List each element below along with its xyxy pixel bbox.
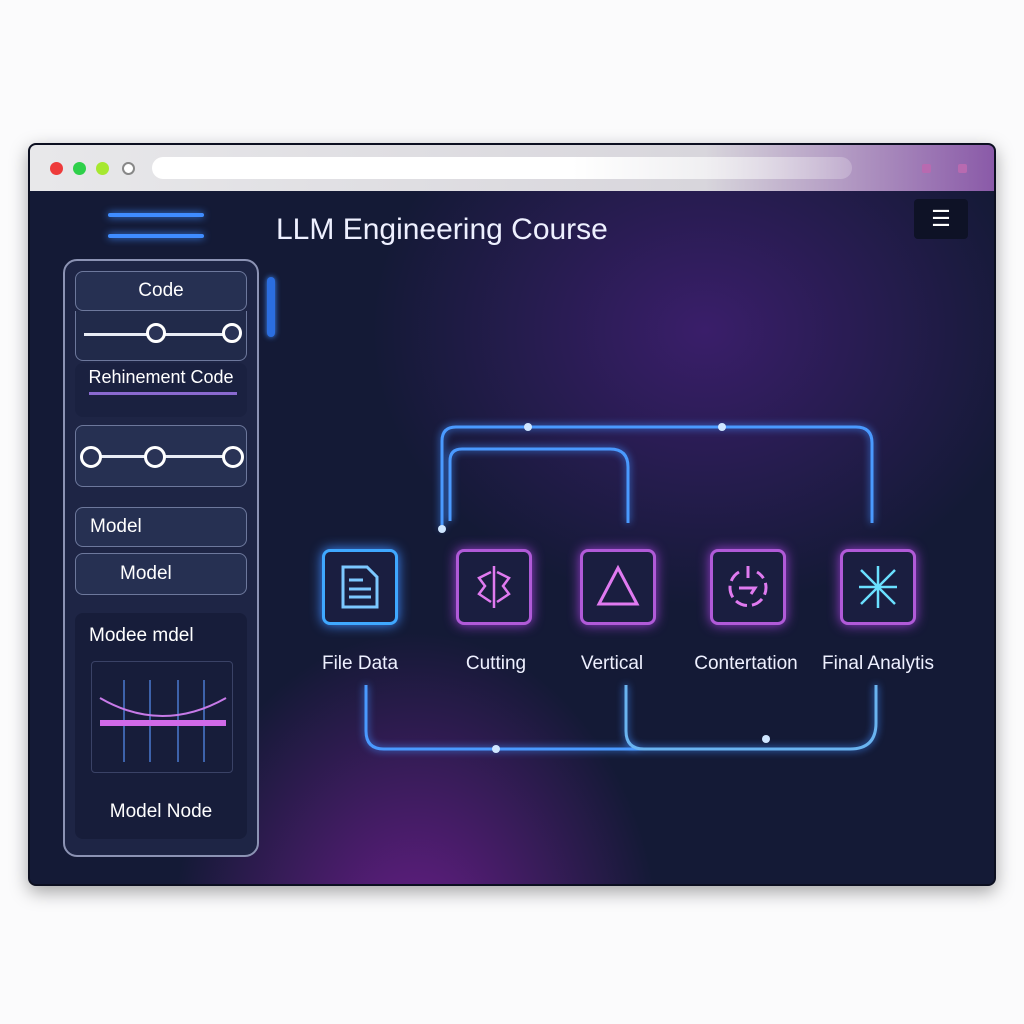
- pipeline-node-final-analytis[interactable]: [840, 549, 916, 625]
- window-button[interactable]: [922, 164, 931, 173]
- page-title: LLM Engineering Course: [276, 213, 608, 246]
- extra-button[interactable]: [122, 162, 135, 175]
- node-label: File Data: [321, 653, 399, 674]
- spark-icon: [859, 566, 897, 608]
- power-icon: [728, 566, 768, 608]
- node-label: Final Analytis: [822, 653, 934, 674]
- waveform-icon: [99, 680, 227, 762]
- title-bar: [30, 145, 994, 191]
- code-slider[interactable]: [75, 311, 247, 361]
- triangle-icon: [596, 564, 640, 606]
- pipeline-node-contertation[interactable]: [710, 549, 786, 625]
- node-label: Cutting: [465, 653, 527, 674]
- maximize-button[interactable]: [96, 162, 109, 175]
- sidebar-toggle-icon[interactable]: [108, 213, 204, 255]
- step-slider[interactable]: [75, 425, 247, 487]
- node-label: Vertical: [580, 653, 644, 674]
- step-knob[interactable]: [222, 446, 244, 468]
- main-content: LLM Engineering Course ☰ Code Rehinement…: [30, 191, 994, 884]
- node-label: Contertation: [694, 653, 798, 674]
- pipeline-connectors: [364, 423, 878, 753]
- code-button[interactable]: Code: [75, 271, 247, 311]
- window-button[interactable]: [958, 164, 967, 173]
- pipeline-node-cutting[interactable]: [456, 549, 532, 625]
- pipeline-node-vertical[interactable]: [580, 549, 656, 625]
- address-bar[interactable]: [152, 157, 852, 179]
- model-item[interactable]: Model: [75, 507, 247, 547]
- brain-icon: [477, 566, 511, 608]
- model-item[interactable]: Model: [75, 553, 247, 595]
- preview-title: Modee mdel: [89, 625, 194, 646]
- scrollbar[interactable]: [267, 277, 275, 337]
- browser-window: LLM Engineering Course ☰ Code Rehinement…: [28, 143, 996, 886]
- slider-knob[interactable]: [222, 323, 242, 343]
- waveform-chart: [91, 661, 233, 773]
- menu-button[interactable]: ☰: [914, 199, 968, 239]
- step-knob[interactable]: [144, 446, 166, 468]
- slider-knob[interactable]: [146, 323, 166, 343]
- file-icon: [341, 565, 379, 609]
- sidebar-panel: Code Rehinement Code Model Model Modee m…: [63, 259, 259, 857]
- minimize-button[interactable]: [73, 162, 86, 175]
- step-knob[interactable]: [80, 446, 102, 468]
- refinement-label: Rehinement Code: [88, 367, 234, 387]
- pipeline-node-file-data[interactable]: [322, 549, 398, 625]
- model-preview-card: Modee mdel Model Node: [75, 613, 247, 839]
- refinement-slider[interactable]: Rehinement Code: [75, 363, 247, 417]
- preview-footer: Model Node: [109, 801, 213, 822]
- close-button[interactable]: [50, 162, 63, 175]
